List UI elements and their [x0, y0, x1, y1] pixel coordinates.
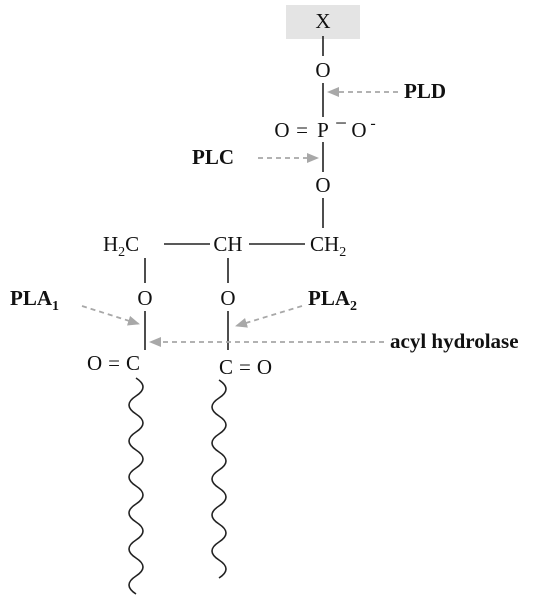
head-group-box — [286, 5, 360, 39]
phosphate-o-double: O — [274, 118, 289, 142]
phosphate-charge-bond: − — [335, 111, 347, 135]
carbonyl-1: O=C — [87, 351, 140, 375]
phosphate-oxygen-bottom: O — [315, 173, 330, 197]
glycerol-c2: CH — [213, 232, 242, 256]
glycerol-c1: H2C — [103, 232, 139, 260]
ester-oxygen-1: O — [137, 286, 152, 310]
fatty-acid-chain-2 — [211, 379, 227, 579]
enzyme-label-plc: PLC — [192, 145, 234, 169]
enzyme-label-pld: PLD — [404, 79, 446, 103]
phosphate-double-bond: = — [296, 118, 308, 142]
head-group-x: X — [315, 9, 330, 33]
enzyme-label-pla2: PLA2 — [308, 286, 357, 314]
glycerol-c3: CH2 — [310, 232, 346, 260]
arrow-pla2 — [235, 305, 303, 328]
phosphate-oxygen-top: O — [315, 58, 330, 82]
enzyme-label-pla1: PLA1 — [10, 286, 59, 314]
enzyme-label-acyl-hydrolase: acyl hydrolase — [390, 329, 519, 353]
carbonyl-2: C=O — [219, 355, 272, 379]
arrow-pla1 — [81, 305, 140, 326]
phosphorus: P — [317, 118, 329, 142]
phosphate-o-minus: O — [351, 118, 366, 142]
fatty-acid-chain-1 — [128, 377, 144, 595]
ester-oxygen-2: O — [220, 286, 235, 310]
phosphate-o-minus-charge: - — [370, 115, 375, 132]
